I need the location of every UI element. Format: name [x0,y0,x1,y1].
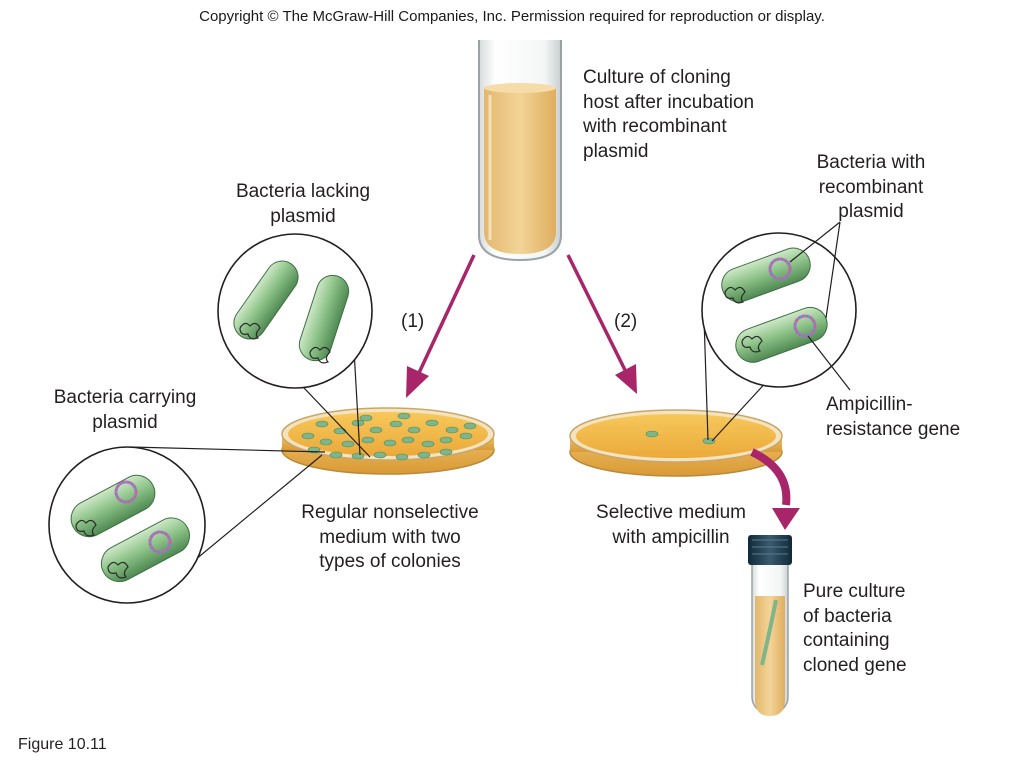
label-regular-nonselective-medium: Regular nonselective medium with two typ… [301,502,479,572]
leader-lines [789,221,851,391]
label-step-1: (1) [401,311,425,332]
label-selective-medium: Selective medium with ampicillin [596,502,746,548]
label-step-2: (2) [614,311,638,332]
copyright-notice: Copyright © The McGraw-Hill Companies, I… [199,8,825,25]
label-ampicillin-resistance-gene: Ampicillin- resistance gene [826,394,961,440]
label-culture: Culture of cloning host after incubation… [583,67,755,162]
arrow-step-2 [566,254,637,394]
magnified-bacteria-carrying-plasmid [48,446,206,604]
label-bacteria-lacking-plasmid: Bacteria lacking plasmid [235,181,371,227]
pure-culture-tube [748,535,792,716]
petri-dish-selective [569,409,783,477]
figure-label: Figure 10.11 [18,736,107,753]
magnified-bacteria-recombinant-plasmid [701,232,857,388]
label-pure-culture: Pure culture of bacteria containing clon… [803,581,907,676]
magnified-bacteria-lacking-plasmid [217,233,373,389]
label-bacteria-carrying-plasmid: Bacteria carrying plasmid [53,387,197,433]
label-bacteria-with-recombinant-plasmid: Bacteria with recombinant plasmid [816,152,926,222]
arrow-step-1 [406,254,476,398]
arrow-transfer [750,448,800,530]
culture-test-tube [478,40,562,262]
